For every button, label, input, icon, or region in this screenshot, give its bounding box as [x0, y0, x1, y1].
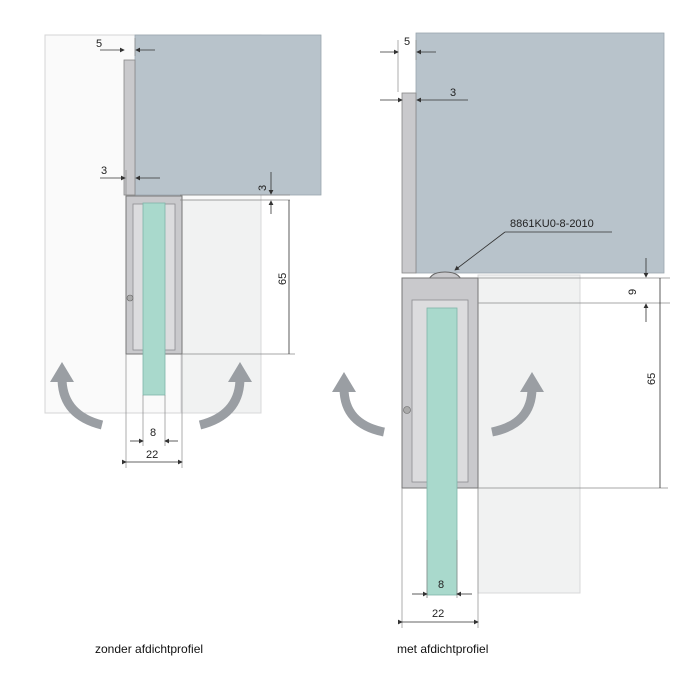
- right-dim-side-gap: 3: [450, 87, 456, 99]
- left-side-strip: [123, 59, 136, 196]
- left-dim-bottom-gap: 3: [257, 185, 269, 191]
- left-caption: zonder afdichtprofiel: [95, 642, 203, 656]
- right-dim-top-gap: 5: [404, 36, 410, 48]
- right-caption: met afdichtprofiel: [397, 642, 488, 656]
- left-diagram: 5 3 3 65 8 22: [44, 34, 322, 468]
- right-dim-depth: 65: [646, 373, 658, 385]
- left-dim-side-gap: 3: [101, 165, 107, 177]
- left-upper-panel: [134, 34, 322, 196]
- left-dim-profile-width: 22: [146, 449, 158, 461]
- right-dim-profile-width: 22: [432, 608, 444, 620]
- left-dim-glass-width: 8: [150, 427, 156, 439]
- rotation-arrow-left-icon: [57, 377, 104, 430]
- right-glass: [426, 307, 458, 596]
- right-side-strip: [401, 92, 417, 274]
- right-screw: [403, 406, 411, 414]
- left-screw: [126, 294, 134, 302]
- left-dim-depth: 65: [277, 273, 289, 285]
- left-dim-top-gap: 5: [96, 38, 102, 50]
- right-dim-seal-gap: 9: [627, 289, 639, 295]
- rotation-arrow-right-icon: [198, 377, 245, 430]
- left-glass: [142, 202, 166, 396]
- right-diagram: 5 3 8861KU0-8-2010 9 65 8 22: [332, 32, 670, 628]
- part-number-label: 8861KU0-8-2010: [510, 218, 594, 230]
- right-upper-panel: [415, 32, 665, 274]
- right-dim-glass-width: 8: [438, 579, 444, 591]
